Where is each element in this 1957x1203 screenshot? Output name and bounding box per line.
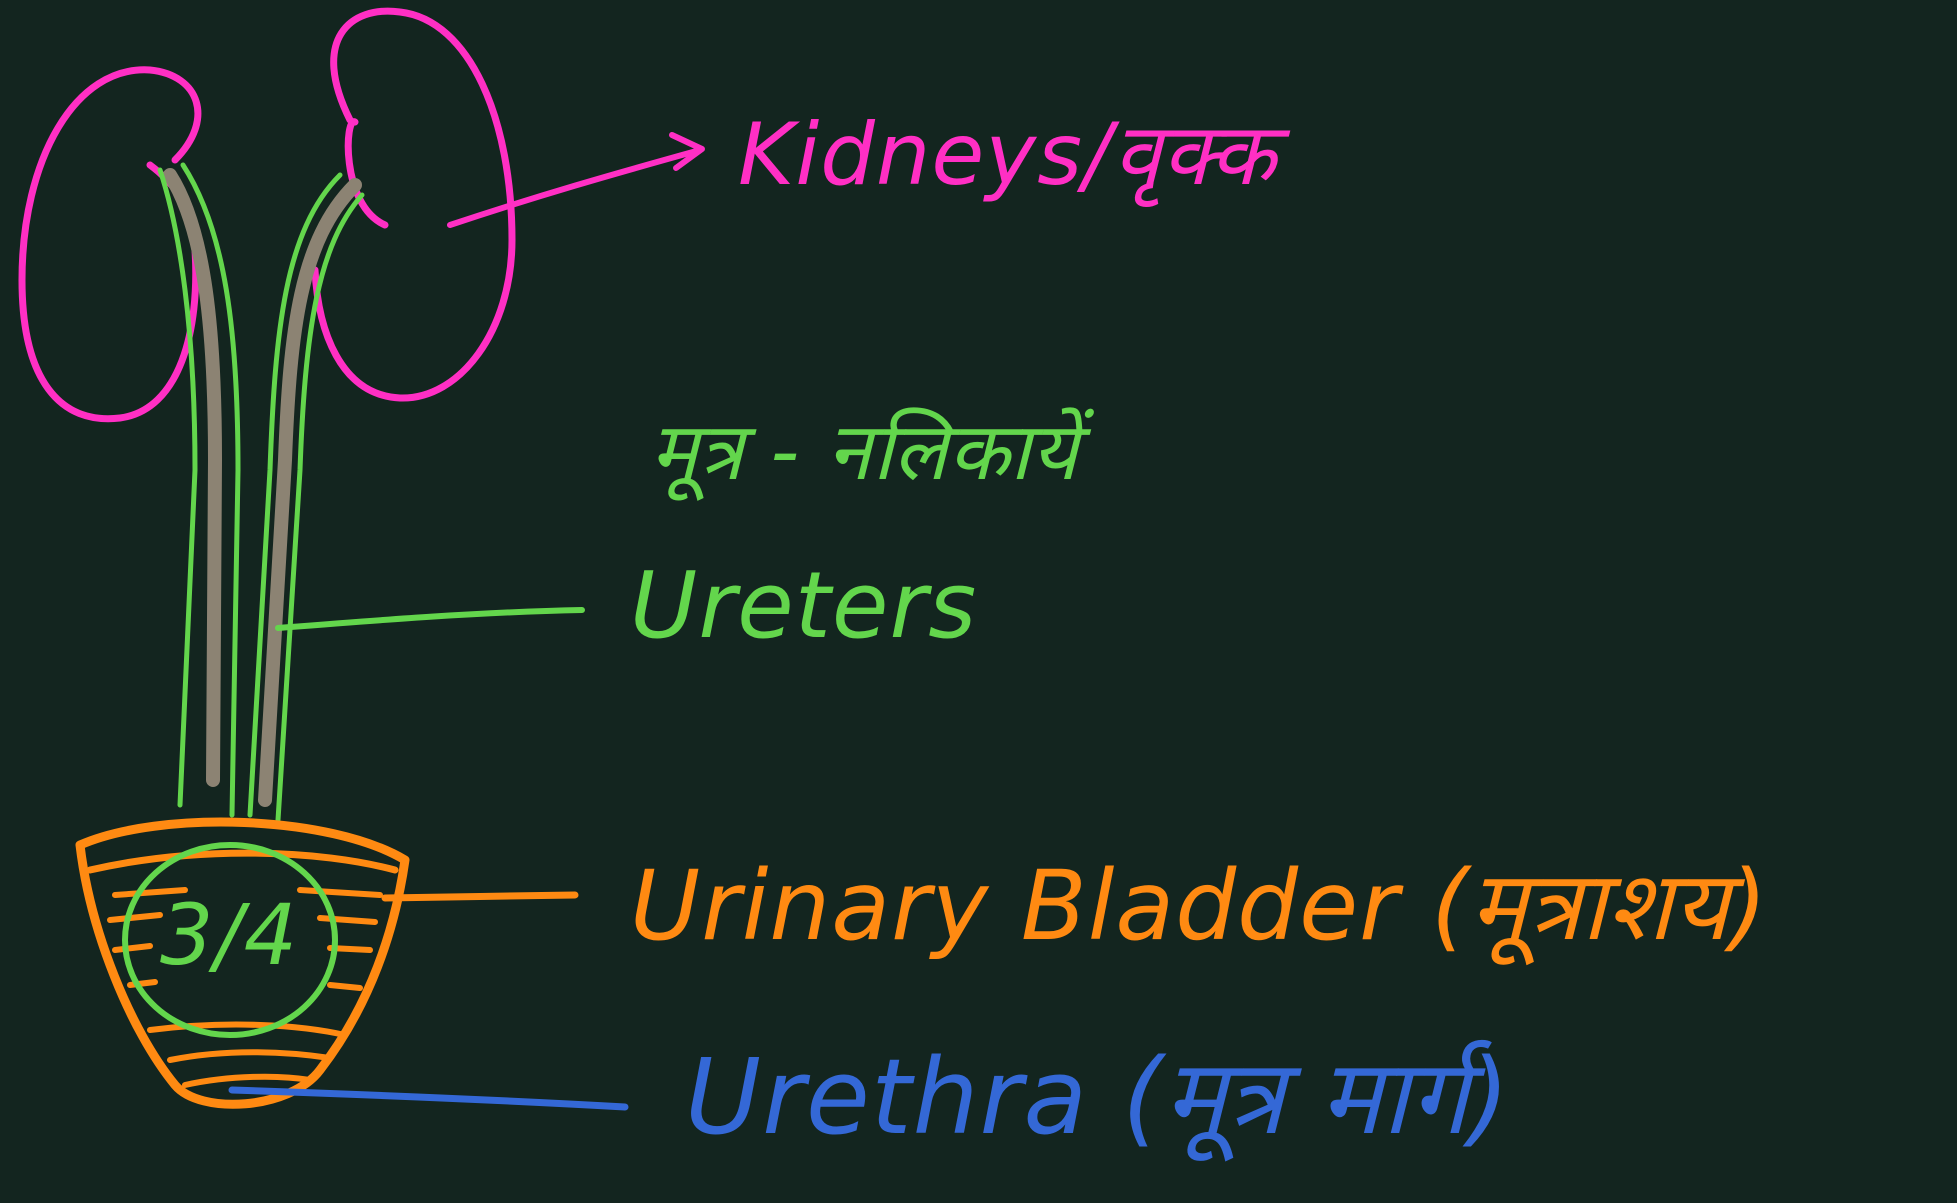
urethra-label: Urethra (मूत्र मार्ग) xyxy=(685,1045,1511,1149)
urinary-bladder-label: Urinary Bladder (मूत्राशय) xyxy=(630,858,1768,954)
kidneys-label: Kidneys/वृक्क xyxy=(738,112,1277,198)
ureters-pointer-line xyxy=(278,610,582,628)
left-kidney xyxy=(22,70,198,419)
ureter-tubes xyxy=(160,165,362,820)
left-ureter-outline-inner xyxy=(160,170,195,805)
urethra-pointer-line xyxy=(232,1090,625,1107)
ureters-hindi-label: मूत्र - नलिकायें xyxy=(650,412,1079,492)
ureters-label: Ureters xyxy=(630,560,977,652)
kidneys-pointer-arrow xyxy=(450,135,702,225)
right-ureter-outline-outer xyxy=(278,195,362,820)
bladder-pointer-line xyxy=(385,895,575,898)
bladder-fraction-label: 3/4 xyxy=(160,893,298,977)
